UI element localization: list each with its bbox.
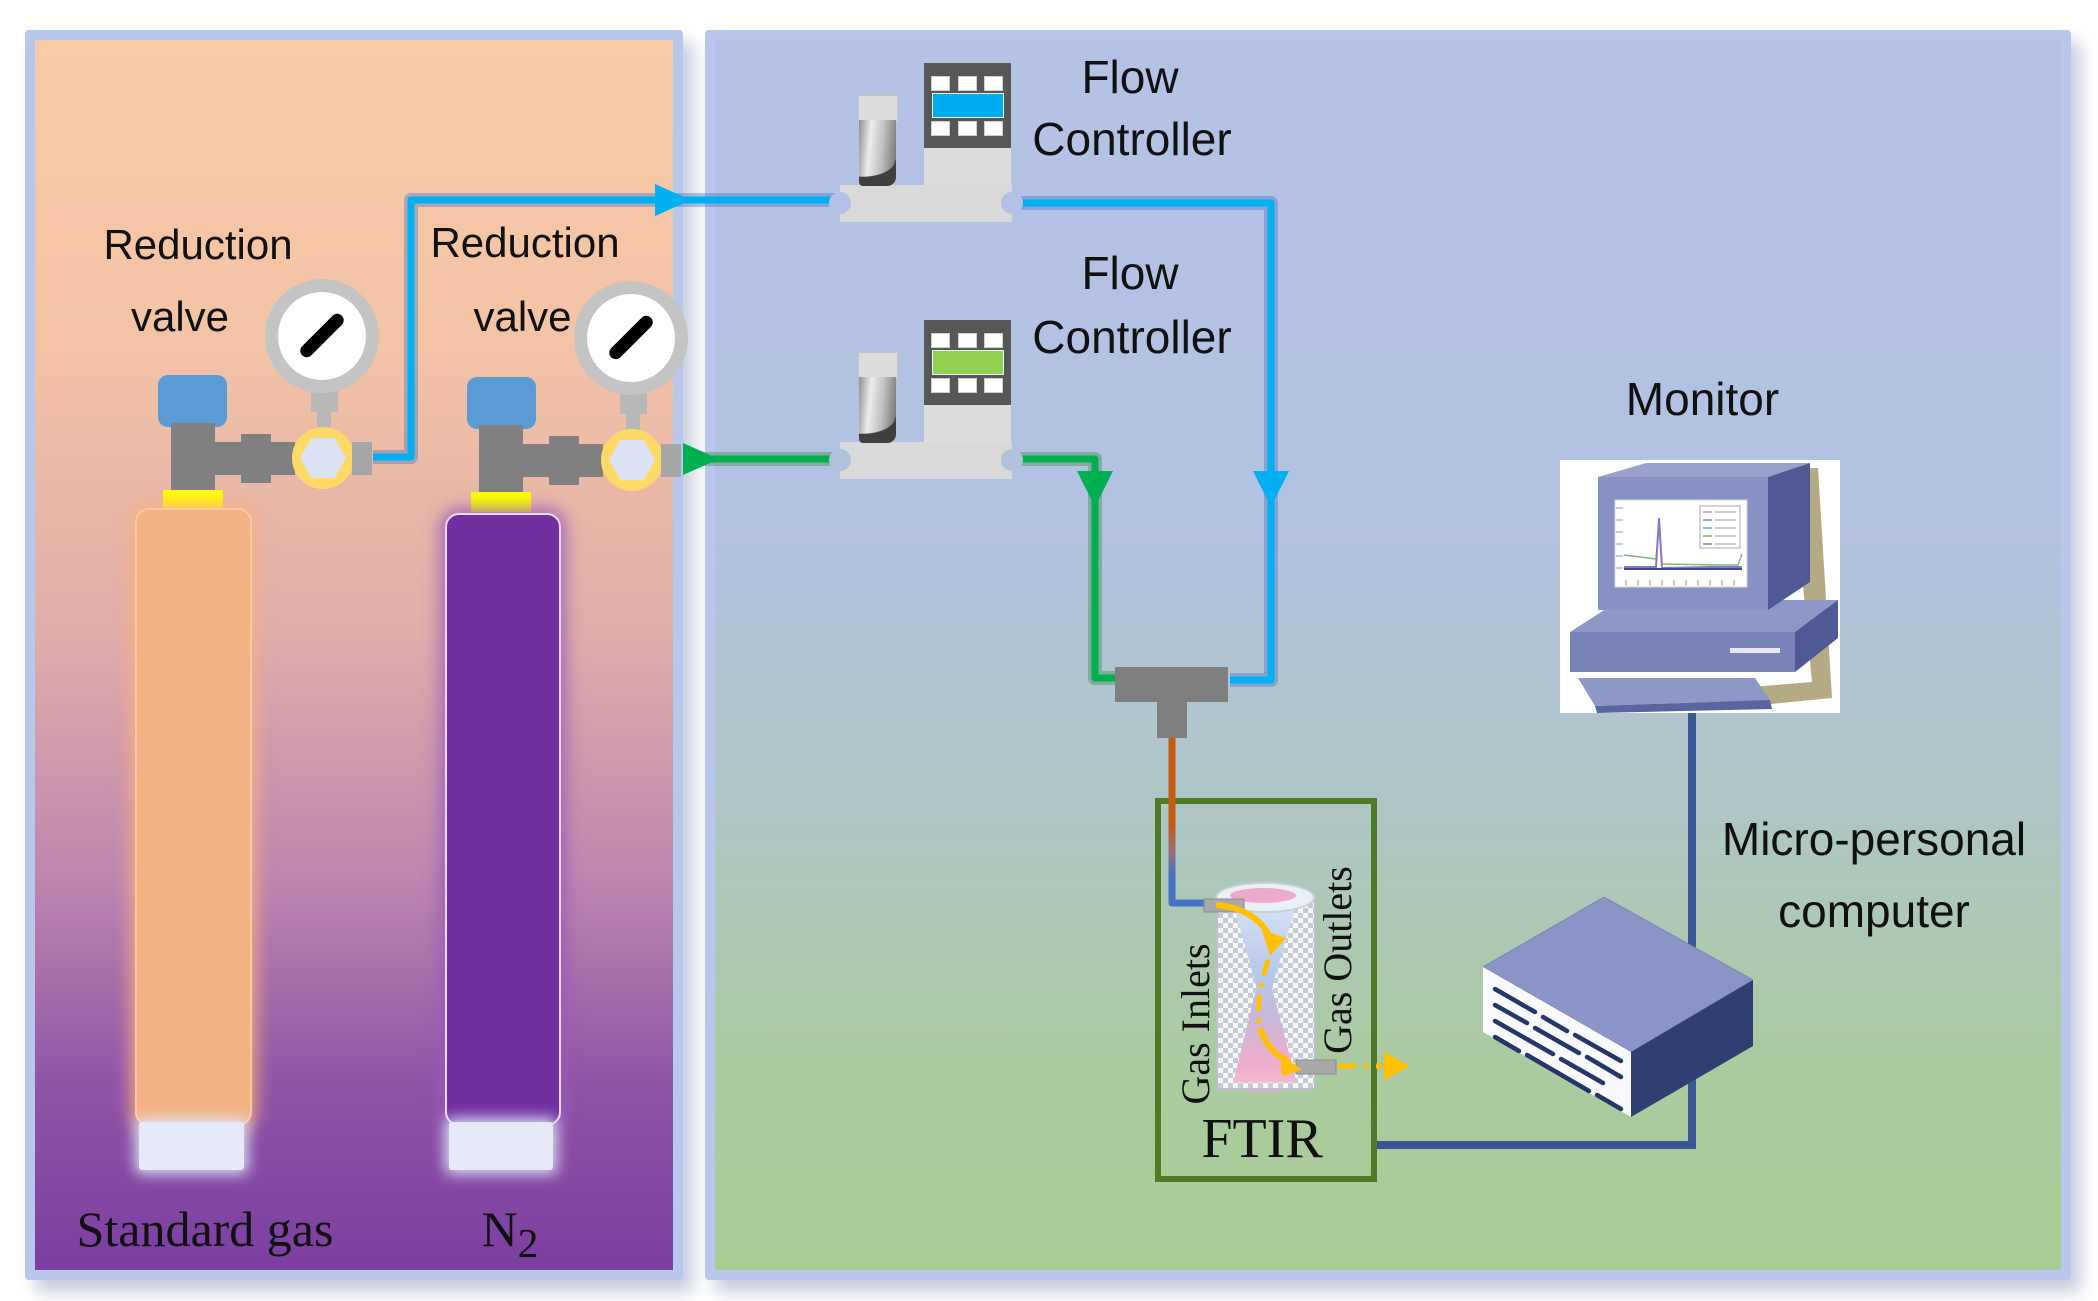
fc-key: [931, 121, 950, 136]
computer-label-line2: computer: [1778, 885, 1970, 937]
fc-pedestal: [924, 405, 1011, 442]
fc-sensor-cap: [858, 95, 898, 122]
flow-controller-2-label-line1: Flow: [1081, 247, 1179, 299]
valve-outlet-stub: [661, 444, 681, 477]
ftir-enclosure: [1155, 798, 1377, 1182]
n2-label: N2: [440, 1200, 580, 1273]
reduction-valve-label-1-line2: valve: [130, 293, 230, 340]
standard-gas-line: [685, 455, 1117, 682]
fc-sensor-cylinder: [859, 120, 896, 186]
gas-supply-panel: [25, 30, 683, 1280]
gauge-stem: [311, 390, 338, 412]
fc-key: [931, 76, 950, 91]
fc-display-blue: [932, 93, 1004, 118]
valve-knob: [467, 377, 536, 429]
valve-outlet-stub: [352, 442, 372, 475]
fc-key: [984, 333, 1003, 348]
desktop-side: [1795, 600, 1838, 672]
valve-body: [479, 425, 523, 494]
fc-key: [931, 333, 950, 348]
reduction-valve-label-1-line1: Reduction: [103, 221, 293, 268]
line-notch: [1001, 192, 1023, 214]
fc-key: [984, 121, 1003, 136]
t-junction: [1115, 667, 1228, 738]
cylinder-neck: [471, 492, 531, 512]
fc-control-panel: [924, 63, 1011, 148]
fc-sensor-cap: [858, 352, 898, 379]
fc-base: [829, 442, 1023, 479]
screen-chart-legend: [1699, 505, 1741, 549]
line-notch: [829, 449, 851, 471]
flow-controller-1-label-line1: Flow: [1081, 51, 1179, 103]
cylinder-base: [449, 1122, 553, 1170]
n2-gas-line: [373, 196, 1275, 684]
line-notch: [1001, 449, 1023, 471]
n2-cylinder: [445, 513, 561, 1126]
n2-label-sub: 2: [517, 1221, 539, 1267]
keyboard-top: [1578, 678, 1770, 706]
valve-body: [171, 423, 215, 492]
mixed-gas-stem-line: [1168, 737, 1208, 907]
gauge-stem: [620, 392, 647, 414]
screen-chart-axes: [1616, 507, 1735, 586]
n2-label-base: N: [481, 1201, 518, 1257]
standard-gas-arrow-right: [683, 443, 719, 475]
monitor-graphic: [1570, 463, 1838, 713]
line-notch: [829, 192, 851, 214]
crt-side: [1768, 463, 1810, 610]
desktop-slot: [1730, 648, 1780, 653]
fc-key: [958, 333, 977, 348]
gas-flow-path: [1215, 902, 1410, 1080]
cell-outlet-pipe: [1295, 1059, 1337, 1075]
monitor-image: [1560, 460, 1840, 713]
data-connector-line: [1377, 713, 1696, 1149]
fc-pedestal: [924, 148, 1011, 185]
fc-key: [984, 76, 1003, 91]
gas-outlets-label: Gas Outlets: [1315, 866, 1360, 1054]
fc-key: [984, 378, 1003, 393]
standard-gas-cylinder: [135, 508, 252, 1126]
computer-side: [1631, 980, 1753, 1117]
standard-gas-arrow-down: [1077, 471, 1113, 507]
monitor-label: Monitor: [1625, 373, 1780, 425]
green-line-glow: [685, 452, 1117, 685]
fc-key: [958, 76, 977, 91]
gas-inlets-label: Gas Inlets: [1173, 943, 1218, 1105]
fc-key: [958, 121, 977, 136]
fitting-nut: [609, 440, 655, 480]
reduction-valve-label-2-line2: valve: [473, 293, 572, 340]
computer-front-vents: [1492, 986, 1624, 1112]
ftir-label: FTIR: [1201, 1108, 1323, 1170]
flow-controller-1-label-line2: Controller: [1032, 113, 1232, 165]
cylinder-base: [139, 1122, 244, 1170]
valve-arm-collar: [241, 434, 271, 483]
micro-personal-computer-image: [1481, 896, 1755, 1117]
fc-key: [931, 378, 950, 393]
n2-flow-arrow-down: [1253, 471, 1289, 507]
fc-control-panel: [924, 320, 1011, 405]
fc-display-green: [932, 350, 1004, 375]
crt-top: [1598, 463, 1810, 477]
gas-cell-top-window-inner: [1230, 888, 1296, 903]
valve-arm-collar: [549, 436, 579, 485]
fc-key: [958, 378, 977, 393]
standard-gas-label: Standard gas: [76, 1201, 334, 1257]
computer-label-line1: Micro-personal: [1721, 813, 2027, 865]
screen-chart-series: [1623, 517, 1743, 570]
fc-sensor-cylinder: [859, 377, 896, 443]
cylinder-neck: [163, 490, 223, 510]
keyboard-front: [1595, 700, 1772, 713]
computer-graphic: [1481, 896, 1755, 1117]
reduction-valve-label-2-line1: Reduction: [430, 219, 620, 266]
flow-controller-2-label-line2: Controller: [1032, 311, 1232, 363]
n2-flow-arrow-right: [655, 184, 691, 216]
fc-base: [829, 185, 1023, 222]
valve-knob: [158, 375, 227, 427]
